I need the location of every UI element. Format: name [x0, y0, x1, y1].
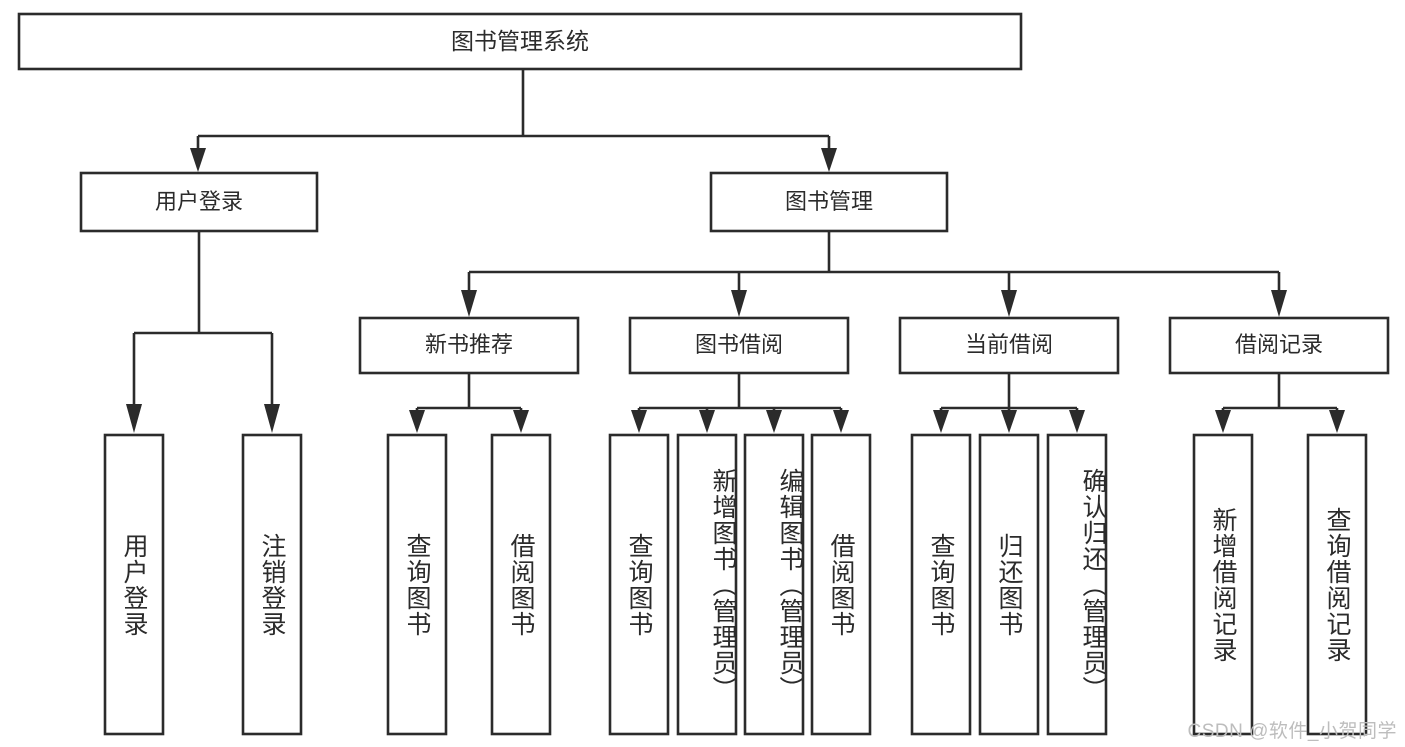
arrowhead-leaf-borrow-book-1 [513, 410, 529, 433]
root-box[interactable] [17, 12, 1023, 71]
borrow-record-label: 借阅记录 [1235, 332, 1323, 357]
leaf-box-user-login[interactable] [103, 433, 165, 736]
arrowhead-leaf-user-login [126, 404, 142, 433]
book-management-label: 图书管理 [785, 189, 873, 214]
arrowhead-leaf-add-book [699, 410, 715, 433]
leaf-box-query-book-2[interactable] [608, 433, 670, 736]
arrowhead-leaf-query-book-1 [409, 410, 425, 433]
node-current-borrow[interactable]: 当前借阅 [898, 316, 1120, 375]
csdn-watermark: CSDN @软件_小贺同学 [1187, 721, 1397, 742]
new-book-recommend-label: 新书推荐 [425, 332, 513, 357]
new-book-recommend-box[interactable] [358, 316, 580, 375]
arrowhead-leaf-query-book-3 [933, 410, 949, 433]
arrowhead-leaf-return-book [1001, 410, 1017, 433]
book-borrow-label: 图书借阅 [695, 332, 783, 357]
arrowhead-user-login [190, 148, 206, 172]
arrowhead-leaf-confirm-return [1069, 410, 1085, 433]
root-label: 图书管理系统 [451, 28, 589, 54]
leaf-box-confirm-return[interactable] [1046, 433, 1108, 736]
leaf-box-add-book[interactable] [676, 433, 738, 736]
book-borrow-box[interactable] [628, 316, 850, 375]
user-login-label: 用户登录 [155, 189, 243, 214]
leaf-box-logout-login[interactable] [241, 433, 303, 736]
current-borrow-label: 当前借阅 [965, 332, 1053, 357]
arrowhead-book-borrow [731, 290, 747, 317]
arrowhead-book-mgmt [821, 148, 837, 172]
borrow-record-box[interactable] [1168, 316, 1390, 375]
leaf-box-borrow-book-1[interactable] [490, 433, 552, 736]
node-book-management[interactable]: 图书管理 [709, 171, 949, 233]
node-user-login[interactable]: 用户登录 [79, 171, 319, 233]
node-root[interactable]: 图书管理系统 [17, 12, 1023, 71]
leaf-box-query-book-3[interactable] [910, 433, 972, 736]
leaf-box-query-record[interactable] [1306, 433, 1368, 736]
arrowhead-leaf-query-book-2 [631, 410, 647, 433]
leaf-box-query-book-1[interactable] [386, 433, 448, 736]
leaf-box-borrow-book-2[interactable] [810, 433, 872, 736]
arrowhead-leaf-borrow-book-2 [833, 410, 849, 433]
arrowhead-borrow-record [1271, 290, 1287, 317]
arrowhead-new-book-recommend [461, 290, 477, 317]
arrowhead-leaf-edit-book [766, 410, 782, 433]
current-borrow-box[interactable] [898, 316, 1120, 375]
node-borrow-record[interactable]: 借阅记录 [1168, 316, 1390, 375]
leaf-box-edit-book[interactable] [743, 433, 805, 736]
leaf-box-add-record[interactable] [1192, 433, 1254, 736]
arrowhead-leaf-logout-login [264, 404, 280, 433]
node-new-book-recommend[interactable]: 新书推荐 [358, 316, 580, 375]
node-book-borrow[interactable]: 图书借阅 [628, 316, 850, 375]
arrowhead-current-borrow [1001, 290, 1017, 317]
arrowhead-leaf-query-record [1329, 410, 1345, 433]
leaf-box-return-book[interactable] [978, 433, 1040, 736]
book-management-box[interactable] [709, 171, 949, 233]
arrowhead-leaf-add-record [1215, 410, 1231, 433]
